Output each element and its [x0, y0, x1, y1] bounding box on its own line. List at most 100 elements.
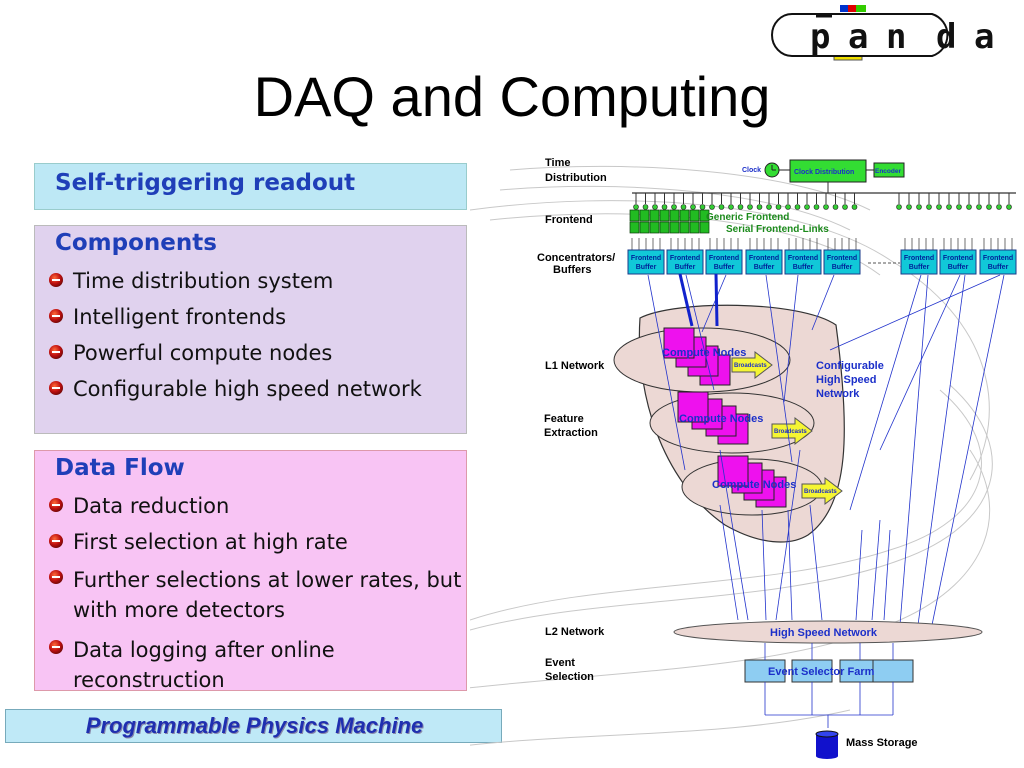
time-tap-node	[832, 204, 839, 210]
frontend-buffer-label: Frontend	[827, 255, 857, 262]
logo-letter-n: n	[886, 17, 906, 57]
time-tap-node	[747, 204, 753, 210]
frontend-chip	[649, 209, 660, 222]
time-tap-node	[936, 204, 942, 210]
bullet-icon	[49, 309, 63, 323]
frontend-buffer-label: Buffer	[988, 264, 1009, 271]
frontend-chip	[679, 209, 690, 222]
generic-frontend-label: Generic Frontend	[706, 212, 789, 223]
components-list: Time distribution system Intelligent fro…	[45, 268, 462, 412]
frontend-buffer-label: Frontend	[983, 255, 1013, 262]
time-tap-node	[718, 204, 725, 210]
frontend-chip	[629, 221, 640, 234]
time-tap-node	[896, 204, 902, 210]
network-links	[647, 274, 1005, 626]
frontend-buffer-label: Frontend	[709, 255, 739, 262]
bullet-icon	[49, 345, 63, 359]
serial-links-label: Serial Frontend-Links	[726, 224, 829, 235]
frontend-chip	[649, 221, 660, 234]
time-tap-node	[680, 204, 687, 210]
time-tap-node	[986, 204, 992, 210]
time-tap-node	[823, 204, 829, 210]
compute-node-stack-3: Compute Nodes Broadcasts	[712, 455, 843, 508]
list-item: Intelligent frontends	[45, 304, 462, 330]
time-tap-node	[671, 204, 677, 210]
stage-label-extraction: Extraction	[544, 427, 598, 439]
frontend-buffer-label: Frontend	[749, 255, 779, 262]
compute-node-stack-2: Compute Nodes Broadcasts	[677, 391, 813, 446]
encoder-box	[873, 162, 905, 178]
list-item: Time distribution system	[45, 268, 462, 294]
data-flow-heading: Data Flow	[55, 455, 185, 481]
time-tap-node	[775, 204, 782, 210]
compute-node-stack-1: Compute Nodes Broadcasts	[662, 327, 773, 386]
frontend-chip	[699, 221, 710, 234]
event-selector-farm-label: Event Selector Farm	[768, 666, 875, 678]
frontend-chip	[669, 209, 680, 222]
frontend-chip	[689, 209, 700, 222]
stage-label-selection: Selection	[545, 671, 594, 683]
time-tap-node	[956, 204, 962, 210]
stage-label-l1: L1 Network	[545, 360, 605, 372]
time-tap-node	[785, 204, 791, 210]
bullet-icon	[49, 570, 63, 584]
time-tap-node	[728, 204, 734, 210]
broadcasts-label: Broadcasts	[734, 363, 767, 369]
stage-label-l2: L2 Network	[545, 626, 605, 638]
frontend-buffer-label: Frontend	[943, 255, 973, 262]
stage-label-distribution: Distribution	[545, 172, 607, 184]
configurable-network-label-3: Network	[816, 388, 860, 400]
logo-letter-a: a	[848, 17, 868, 57]
frontend-chip	[629, 209, 640, 222]
time-tap-node	[906, 204, 912, 210]
time-tap-node	[946, 204, 952, 210]
clock-label: Clock	[742, 167, 761, 174]
configurable-network-label-1: Configurable	[816, 360, 884, 372]
time-tap-node	[652, 204, 658, 210]
mass-storage-icon	[815, 730, 839, 759]
list-item: Data reduction	[45, 493, 462, 519]
components-heading: Components	[55, 230, 217, 256]
clock-distribution-label: Clock Distribution	[794, 169, 854, 176]
time-tap-node	[851, 204, 858, 210]
frontend-chip	[659, 221, 670, 234]
bullet-icon	[49, 534, 63, 548]
bullet-icon	[49, 273, 63, 287]
frontend-buffer-label: Buffer	[793, 264, 814, 271]
frontend-buffer-label: Buffer	[832, 264, 853, 271]
list-item: Data logging after online reconstruction	[45, 635, 462, 695]
frontend-buffer-label: Buffer	[909, 264, 930, 271]
page-title: DAQ and Computing	[253, 65, 771, 128]
frontend-buffer-label: Buffer	[948, 264, 969, 271]
frontend-buffer-box	[784, 249, 822, 275]
time-tap-node	[737, 204, 744, 210]
time-taps	[633, 193, 1012, 210]
time-tap-node	[996, 204, 1002, 210]
mass-storage-label: Mass Storage	[846, 737, 918, 749]
panda-logo: p a n d a	[771, 5, 994, 61]
time-tap-node	[766, 204, 772, 210]
frontend-chip	[639, 209, 650, 222]
broadcasts-label: Broadcasts	[774, 429, 807, 435]
time-tap-node	[661, 204, 668, 210]
time-tap-node	[813, 204, 820, 210]
high-speed-network-bar	[673, 620, 983, 644]
frontend-buffer-box	[627, 249, 665, 275]
time-tap-node	[690, 204, 696, 210]
frontend-buffer-box	[666, 249, 704, 275]
time-tap-node	[699, 204, 706, 210]
time-tap-node	[709, 204, 715, 210]
stage-label-frontend: Frontend	[545, 214, 593, 226]
components-box: Components Time distribution system Inte…	[34, 225, 467, 434]
frontend-chip	[669, 221, 680, 234]
frontend-chip	[639, 221, 650, 234]
frontend-buffer-label: Frontend	[631, 255, 661, 262]
logo-letter-p: p	[810, 17, 830, 57]
stage-label-concentrators: Concentrators/	[537, 252, 615, 264]
time-tap-node	[966, 204, 972, 210]
self-triggering-box: Self-triggering readout	[34, 163, 467, 210]
time-tap-node	[756, 204, 763, 210]
list-item: Further selections at lower rates, but w…	[45, 565, 462, 625]
frontend-buffer-label: Buffer	[754, 264, 775, 271]
logo-letter-a2: a	[974, 17, 994, 57]
